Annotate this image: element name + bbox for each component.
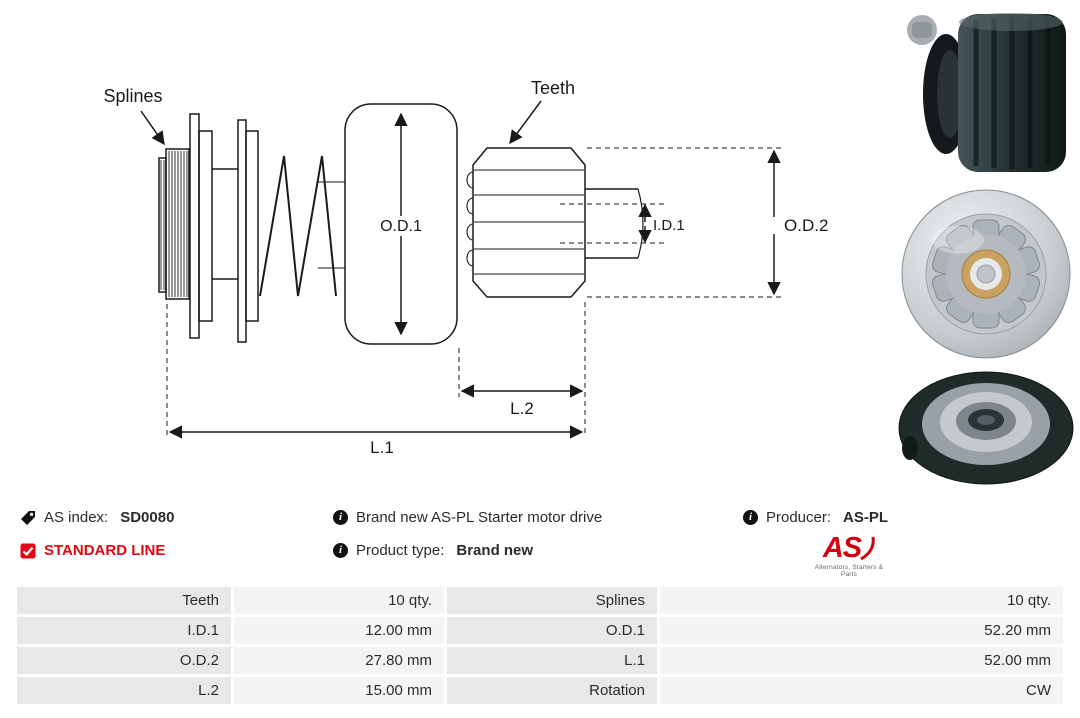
teeth-label: Teeth [531, 78, 575, 98]
as-index-label: AS index: [44, 509, 109, 526]
spec-label: L.2 [17, 677, 231, 704]
flange-plate [245, 130, 259, 322]
standard-line-text: STANDARD LINE [44, 542, 166, 559]
teeth-callout-arrow [509, 100, 542, 145]
table-row: L.2 15.00 mm Rotation CW [17, 677, 1063, 704]
od2-label: O.D.2 [784, 216, 828, 235]
product-photo-front-view [901, 189, 1071, 359]
l2-label: L.2 [510, 399, 534, 418]
checkbox-checked-icon [20, 543, 36, 559]
flange-plate [198, 130, 213, 322]
as-index-item: AS index: SD0080 [20, 509, 174, 526]
splines-callout-arrow [140, 110, 165, 146]
info-icon [743, 510, 758, 525]
product-photos [894, 6, 1078, 488]
as-index-value: SD0080 [120, 509, 175, 526]
spec-value: 52.20 mm [660, 617, 1063, 644]
spec-label: Teeth [17, 587, 231, 614]
technical-drawing: Splines Teeth O.D.1 I.D.1 O.D.2 L.2 L.1 [103, 78, 828, 457]
spline-hatching [160, 151, 188, 297]
standard-line-item: STANDARD LINE [20, 542, 165, 559]
as-pl-logo-subtext: Alternators, Starters & Parts [814, 564, 884, 578]
od1-label: O.D.1 [380, 218, 422, 235]
l1-label: L.1 [370, 438, 394, 457]
id1-label: I.D.1 [653, 217, 685, 234]
extension-lines [166, 147, 782, 437]
producer-label: Producer: [766, 509, 832, 526]
description-text: Brand new AS-PL Starter motor drive [356, 509, 603, 526]
product-type-item: Product type: Brand new [333, 542, 533, 559]
spec-value: CW [660, 677, 1063, 704]
spec-label: O.D.2 [17, 647, 231, 674]
logo-swoosh [860, 536, 875, 561]
product-photo-rear-view [898, 371, 1074, 485]
spec-value: 10 qty. [660, 587, 1063, 614]
spec-value: 12.00 mm [234, 617, 444, 644]
spec-label: I.D.1 [17, 617, 231, 644]
producer-item: Producer: AS-PL [743, 509, 888, 526]
spec-label: Splines [447, 587, 657, 614]
flange-plate [189, 113, 200, 339]
spring [259, 155, 337, 297]
producer-value: AS-PL [843, 509, 889, 526]
tag-icon [20, 510, 36, 526]
spec-label: L.1 [447, 647, 657, 674]
clutch-housing [344, 103, 458, 345]
spline-end-cap [158, 157, 167, 293]
product-photo-side-view [907, 13, 1066, 172]
spec-value: 10 qty. [234, 587, 444, 614]
table-row: I.D.1 12.00 mm O.D.1 52.20 mm [17, 617, 1063, 644]
spec-value: 52.00 mm [660, 647, 1063, 674]
pinion-gear [466, 147, 586, 298]
spec-table: Teeth 10 qty. Splines 10 qty. I.D.1 12.0… [14, 584, 1066, 707]
table-row: O.D.2 27.80 mm L.1 52.00 mm [17, 647, 1063, 674]
spec-label: O.D.1 [447, 617, 657, 644]
info-icon [333, 543, 348, 558]
spec-label: Rotation [447, 677, 657, 704]
spline-shaft [165, 148, 190, 300]
splines-label: Splines [103, 86, 162, 106]
spec-value: 27.80 mm [234, 647, 444, 674]
table-row: Teeth 10 qty. Splines 10 qty. [17, 587, 1063, 614]
spec-value: 15.00 mm [234, 677, 444, 704]
description-item: Brand new AS-PL Starter motor drive [333, 509, 602, 526]
as-pl-logo-text: AS [823, 533, 875, 563]
flange-plate [237, 119, 247, 343]
product-type-value: Brand new [456, 542, 534, 559]
product-type-label: Product type: [356, 542, 445, 559]
as-pl-logo: AS Alternators, Starters & Parts [810, 533, 888, 578]
info-icon [333, 510, 348, 525]
